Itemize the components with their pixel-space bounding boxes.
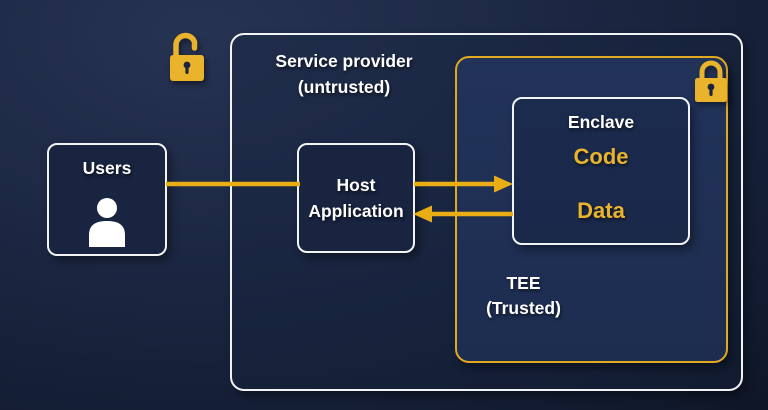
unlock-icon xyxy=(164,30,208,87)
service-provider-label-line2: (untrusted) xyxy=(297,77,391,97)
host-application-label: Host Application xyxy=(308,172,403,224)
enclave-box: Enclave Code Data xyxy=(512,97,690,245)
enclave-data-label: Data xyxy=(577,198,625,223)
users-box: Users xyxy=(47,143,167,256)
host-label-line1: Host xyxy=(336,175,376,195)
tee-box xyxy=(455,56,728,363)
service-provider-label-line1: Service provider xyxy=(275,51,413,71)
users-label: Users xyxy=(82,158,132,178)
enclave-title: Enclave xyxy=(567,112,635,132)
enclave-code-label: Code xyxy=(573,144,629,169)
host-application-box: Host Application xyxy=(297,143,415,253)
host-label-line2: Application xyxy=(308,201,404,221)
tee-label-line2: (Trusted) xyxy=(486,298,561,318)
tee-label: TEE (Trusted) xyxy=(455,271,592,321)
user-icon xyxy=(86,197,128,254)
tee-label-line1: TEE xyxy=(506,273,541,293)
service-provider-label: Service provider (untrusted) xyxy=(236,48,452,100)
lock-icon xyxy=(692,58,730,109)
